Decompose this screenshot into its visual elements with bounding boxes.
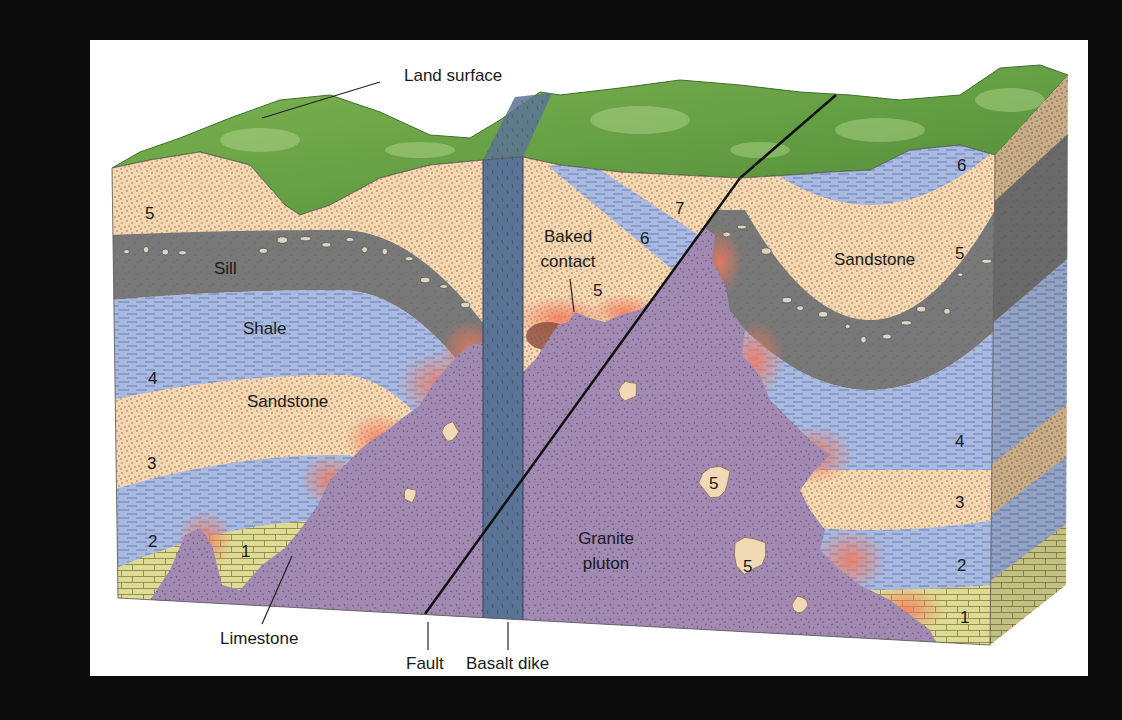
pebble: [143, 247, 148, 253]
pebble: [737, 225, 746, 229]
pebble: [259, 248, 267, 253]
pebble: [124, 249, 130, 253]
layer-number: 1: [241, 539, 250, 564]
illustration-part: [975, 88, 1045, 112]
illustration-part: [990, 75, 1068, 645]
xenolith: [619, 381, 637, 401]
rock-label: Limestone: [220, 626, 298, 651]
side-face: [985, 75, 1075, 700]
pebble: [861, 336, 867, 343]
pebble: [382, 248, 387, 254]
block-outline: [112, 145, 995, 645]
layer-number: 3: [955, 490, 964, 515]
pebble: [277, 237, 288, 244]
layer-number: 1: [960, 605, 969, 630]
pebble: [797, 306, 804, 311]
xenolith: [792, 596, 808, 613]
illustration-part: [990, 75, 1068, 645]
rock-label: Baked contact: [522, 224, 614, 274]
pebble: [440, 285, 448, 289]
pebble: [461, 302, 470, 308]
illustration-part: [385, 142, 455, 158]
rock-label: Sill: [214, 256, 237, 281]
pebble: [322, 243, 331, 247]
layer-number: 2: [148, 529, 157, 554]
surface-patches: [220, 88, 1045, 158]
layer-number: 5: [593, 278, 602, 303]
pebble: [420, 277, 430, 283]
xenolith: [404, 488, 416, 502]
leader-line: [262, 556, 292, 624]
layer-number: 4: [148, 366, 157, 391]
layer-number: 6: [640, 226, 649, 251]
rock-label: Granite pluton: [560, 526, 652, 576]
layer-number: 6: [957, 153, 966, 178]
layer-number: 7: [675, 196, 684, 221]
rock-label: Fault: [406, 651, 444, 676]
layer-number: 5: [145, 201, 154, 226]
dike-outcrop: [483, 93, 552, 160]
layer-number: 5: [743, 554, 752, 579]
pebble: [819, 311, 828, 317]
pebble: [917, 306, 926, 312]
pebble: [179, 251, 187, 255]
xenolith: [699, 466, 730, 497]
pebble: [300, 237, 311, 241]
pebble: [162, 249, 169, 255]
pebble: [346, 237, 354, 241]
pebble: [362, 247, 368, 253]
pebble: [883, 334, 892, 339]
illustration-part: [835, 118, 925, 142]
layer-number: 2: [957, 553, 966, 578]
pebble: [958, 273, 963, 277]
rock-label: Basalt dike: [466, 651, 549, 676]
layer-number: 3: [147, 451, 156, 476]
basalt-dike: [483, 140, 523, 660]
xenolith: [442, 422, 459, 442]
pebble: [982, 259, 992, 263]
rock-label: Sandstone: [834, 247, 915, 272]
pebble: [901, 321, 911, 325]
pebble: [944, 308, 950, 314]
leader-line: [427, 622, 428, 650]
leader-line: [262, 82, 380, 118]
leader-line: [570, 279, 574, 312]
illustration-part: [590, 106, 690, 134]
pebble: [405, 257, 413, 261]
layer-number: 5: [955, 241, 964, 266]
pebble: [782, 297, 791, 303]
leader-line: [507, 622, 508, 650]
illustration-part: [220, 128, 300, 152]
illustration-part: [730, 142, 790, 158]
rock-label: Land surface: [404, 63, 502, 88]
pebble: [761, 248, 771, 255]
rock-label: Shale: [243, 316, 286, 341]
rock-label: Sandstone: [247, 389, 328, 414]
layer-number: 5: [709, 471, 718, 496]
pebble: [845, 324, 850, 329]
layer-number: 4: [955, 429, 964, 454]
